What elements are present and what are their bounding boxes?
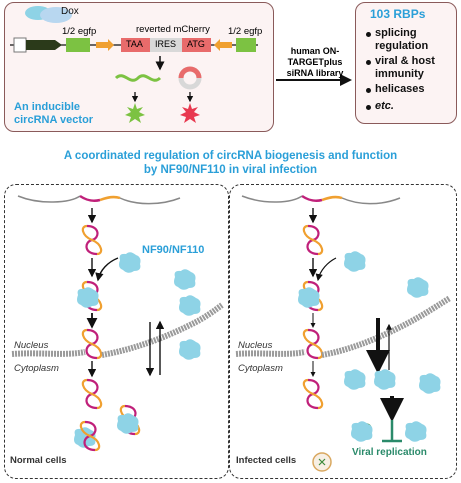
rbp-item-2-l1: viral & host <box>375 55 435 67</box>
vector-caption-2: circRNA vector <box>14 114 94 126</box>
nuclear-membrane-left <box>11 302 224 358</box>
egfp-left-box <box>66 38 90 52</box>
pre-mrna-left <box>17 195 81 203</box>
red-fluorescence-star <box>180 103 200 123</box>
rbp-item-1-l1: splicing <box>375 27 417 39</box>
library-line-2: TARGETplus <box>287 57 343 67</box>
cytoplasm-label-right: Cytoplasm <box>238 363 283 374</box>
nucleus-label-right: Nucleus <box>238 340 273 351</box>
dox-label: Dox <box>61 6 79 17</box>
green-fluorescence-star <box>125 103 145 123</box>
ires-box <box>150 38 182 52</box>
egfp-right-box <box>236 38 256 52</box>
dox-blob-2 <box>40 7 72 23</box>
nuclear-membrane-right <box>235 295 452 358</box>
reverted-label: reverted mCherry <box>136 24 210 35</box>
atg-label: ATG <box>187 39 205 49</box>
rbp-item-1-l2: regulation <box>375 40 429 52</box>
vector-caption-1: An inducible <box>14 101 80 113</box>
virus-particle <box>312 452 332 472</box>
rbp-bullet-3 <box>366 88 371 93</box>
egfp-right-label: 1/2 egfp <box>228 26 263 37</box>
nucleus-label-left: Nucleus <box>14 340 49 351</box>
normal-cells-label: Normal cells <box>10 455 67 466</box>
main-title-line-2: by NF90/NF110 in viral infection <box>143 164 318 176</box>
cytoplasm-label-left: Cytoplasm <box>14 363 59 374</box>
rbp-bullet-1 <box>366 32 371 37</box>
rbp-item-3: helicases <box>375 83 425 95</box>
viral-replication-label: Viral replication <box>352 447 427 458</box>
pre-circ-left-1 <box>81 224 103 256</box>
main-title-line-1: A coordinated regulation of circRNA biog… <box>63 150 398 162</box>
taa-label: TAA <box>126 39 143 49</box>
normal-cells-panel <box>4 184 229 479</box>
library-line-3: siRNA library <box>286 68 344 78</box>
splice-arrow-right <box>214 39 232 51</box>
nf90-bound-left-1 <box>77 287 99 308</box>
egfp-left-label: 1/2 egfp <box>62 26 97 37</box>
rbp-bullet-4 <box>366 105 371 110</box>
rbp-item-2-l2: immunity <box>375 68 424 80</box>
nf90-protein-left <box>119 252 141 273</box>
circrna-ring-red <box>178 66 202 79</box>
promoter-arrow <box>26 40 62 50</box>
splice-arrow-left <box>96 39 114 51</box>
rbp-bullet-2 <box>366 60 371 65</box>
rbp-title: 103 RBPs <box>370 7 426 21</box>
ires-label: IRES <box>155 39 177 49</box>
rbp-panel <box>355 2 457 124</box>
circrna-nucleus-left <box>81 328 103 360</box>
promoter-block <box>13 37 27 53</box>
circrna-cytoplasm-left <box>81 378 103 410</box>
linear-rna <box>114 74 162 82</box>
library-line-1: human ON- <box>290 46 340 56</box>
nf90-label: NF90/NF110 <box>142 244 205 256</box>
rbp-item-4: etc. <box>375 100 394 112</box>
infected-cells-label: Infected cells <box>236 455 297 466</box>
